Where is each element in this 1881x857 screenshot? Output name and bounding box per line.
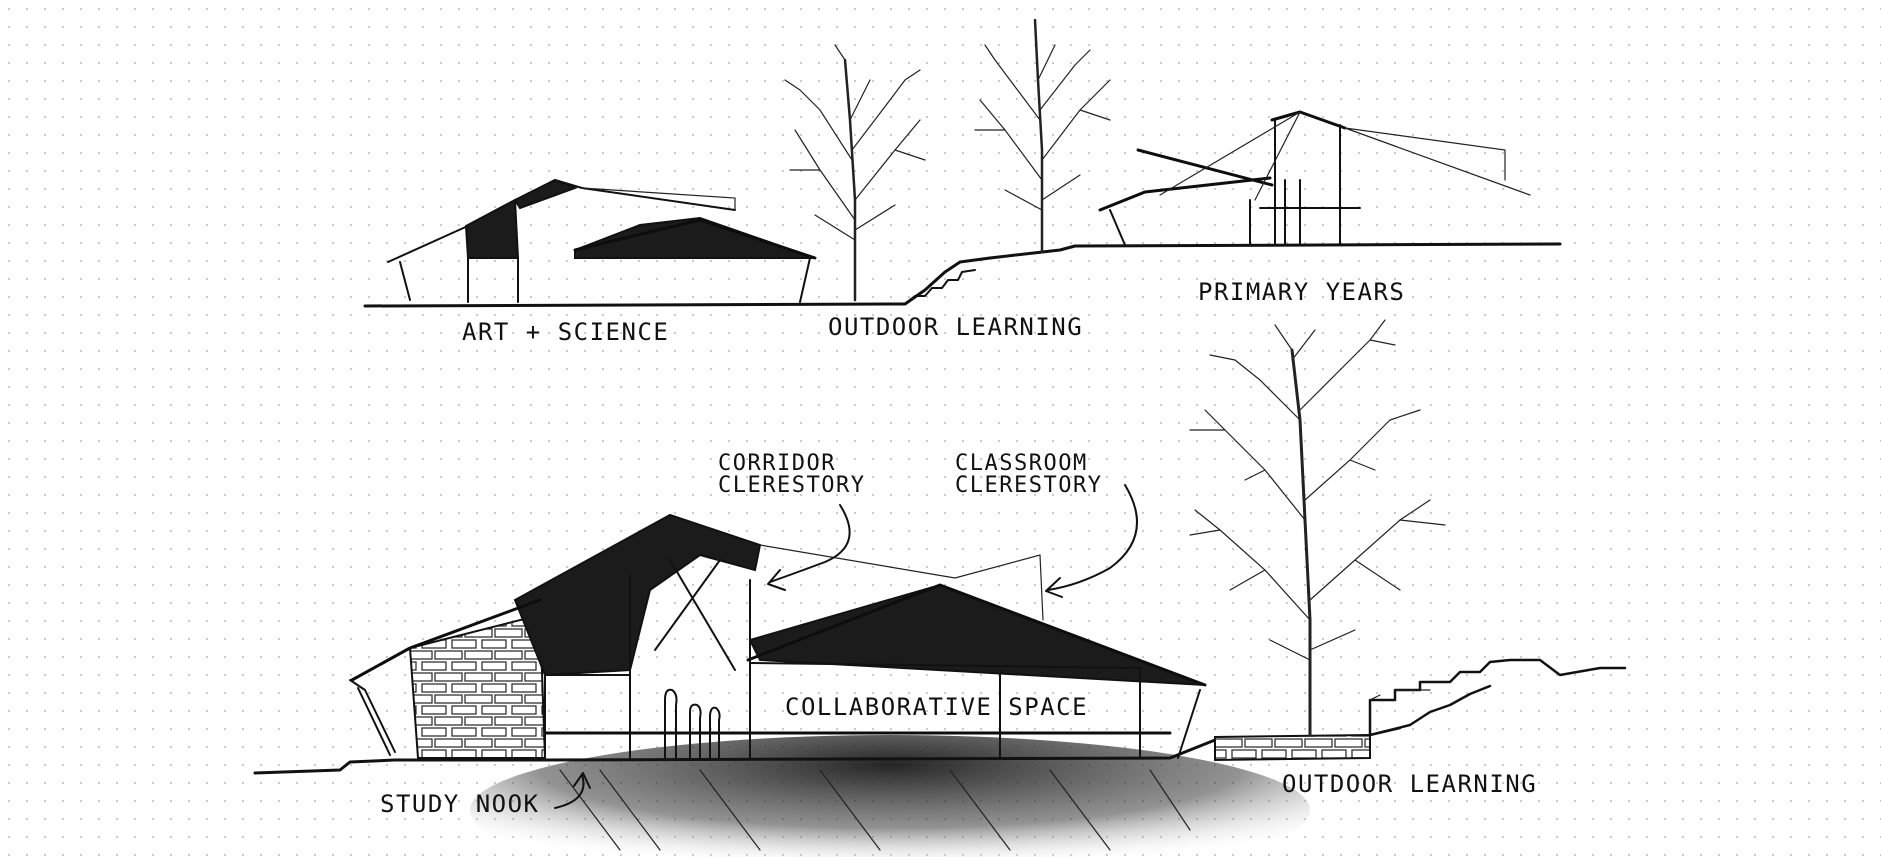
label-outdoor-learning-upper: OUTDOOR LEARNING [828, 313, 1083, 341]
corridor-roof-mass [513, 513, 762, 677]
art-science-building [387, 178, 817, 303]
left-overhang-roof [350, 598, 542, 682]
corridor-structure [544, 544, 1044, 759]
upper-tree-right [974, 18, 1111, 254]
lower-section [253, 319, 1627, 857]
right-terrace [1214, 658, 1627, 762]
classroom-walls [664, 662, 1201, 759]
upper-section [363, 18, 1562, 308]
label-classroom-clerestory-2: CLERESTORY [955, 473, 1102, 498]
label-study-nook: STUDY NOOK [380, 790, 540, 818]
label-outdoor-learning-lower: OUTDOOR LEARNING [1282, 770, 1537, 798]
label-art-science: ART + SCIENCE [462, 318, 669, 346]
lower-ground-line [253, 736, 1227, 775]
lower-tree [1189, 319, 1446, 737]
upper-tree-left [784, 44, 926, 302]
corridor-clerestory-arrow [767, 504, 851, 591]
label-primary-years: PRIMARY YEARS [1198, 278, 1405, 306]
upper-terrace-steps [904, 269, 976, 305]
label-corridor-clerestory-2: CLERESTORY [718, 473, 865, 498]
soil-shading [470, 735, 1310, 857]
study-nook-arrow [554, 772, 591, 809]
label-collaborative-space: COLLABORATIVE SPACE [785, 693, 1088, 721]
label-classroom-clerestory-1: CLASSROOM [955, 451, 1088, 476]
primary-years-building [1098, 110, 1531, 246]
label-corridor-clerestory-1: CORRIDOR [718, 451, 836, 476]
classroom-clerestory-arrow [1045, 484, 1138, 598]
